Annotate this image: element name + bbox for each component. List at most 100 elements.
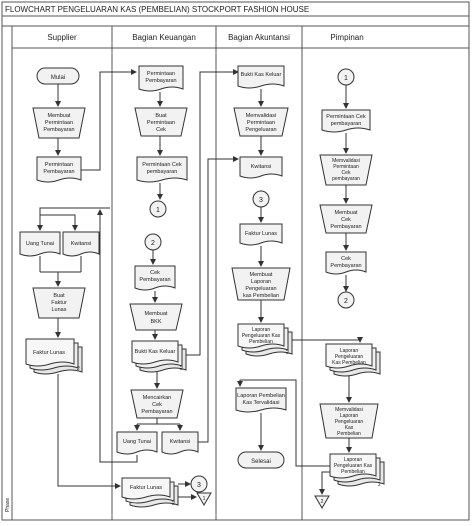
phase-label: Phase [5,498,11,512]
document-text: Bukti Kas Keluar [135,349,176,355]
process-text: Cek [156,127,166,133]
lane-header-manager [301,25,470,49]
archive-file-marker [314,495,330,509]
flow-arrow [81,69,137,171]
document-text: Laporan [344,457,363,463]
document-text: Pembelian [341,469,365,475]
connector-label: 1 [344,75,348,82]
finance-bkk-document [131,340,179,365]
accounting-receipt-document [239,156,283,179]
document-text: Permintaan [147,71,175,77]
copy-number: 2 [180,366,183,372]
process-text: kas Pembelian [243,293,279,299]
connector-circle [190,475,208,493]
process-text: Cek [152,402,162,408]
process-text: Pembelian [337,431,361,437]
document-text: Pengeluaran Kas [334,463,373,469]
process-text: Buat [53,293,65,299]
process-text: BKK [150,319,161,325]
process-text: Permintaan [45,120,73,126]
flow-arrow [186,69,239,356]
document-text: Uang Tunai [26,241,54,247]
document-text: Faktur Lunas [245,231,277,237]
document-text: Laporan [340,348,359,354]
document-text: Faktur Lunas [130,485,162,491]
finance-cash-document [116,431,158,455]
supplier-receipt-document [62,231,100,257]
document-text: Pengeluaran [335,354,364,360]
document-text: Permintaan [45,162,73,168]
finance-check-request-document [136,156,188,183]
supplier-make-request-process [32,107,86,139]
manager-check-request-document [321,109,371,133]
process-text: Memvalidasi [246,113,277,119]
document-text: Kwitansi [170,439,190,445]
supplier-make-invoice-process [32,287,86,319]
finance-make-check-request-process [134,107,188,137]
document-text: Pembayaran [139,277,170,283]
connector-label: 2 [151,240,155,247]
process-text: Lunas [52,307,67,313]
flow-arrow [237,379,330,467]
connector-label: 3 [197,482,201,489]
title-bar [1,1,470,17]
supplier-cash-document [19,231,61,257]
diagram-title: FLOWCHART PENGELUARAN KAS (PEMBELIAN) ST… [5,5,309,14]
process-text: Pengeluaran [245,127,276,133]
connector-label: 2 [344,298,348,305]
document-text: Kas Tervalidasi [243,400,280,406]
manager-check-document [325,251,367,275]
phase-column [1,25,13,521]
document-text: Kas Pembelian [332,360,366,366]
flow-arrow [292,337,363,343]
document-text: Pembayaran [145,78,176,84]
process-text: Laporan [340,413,359,419]
process-text: Permintaan [147,120,175,126]
flow-arrow [97,209,138,463]
document-text: Pembelian [249,339,273,345]
process-text: Pembayaran [141,409,172,415]
lane-title-supplier: Supplier [47,33,77,42]
manager-report-document [325,343,373,369]
manager-make-check-process [319,204,373,234]
finance-make-bkk-process [129,303,183,331]
manager-validate-request-process [319,154,373,186]
finance-invoice-document [121,477,171,500]
document-text: pembayaran [147,169,178,175]
accounting-validate-expense-process [233,107,289,137]
document-text: Kwitansi [251,164,271,170]
process-text: Permintaan [247,120,275,126]
document-text: Pembayaran [43,169,74,175]
document-text: pembayaran [331,121,362,127]
lane-title-accounting: Bagian Akuntansi [228,33,290,42]
process-text: pembayaran [332,176,360,182]
document-text: Cek [341,256,351,262]
connector-circle [149,200,167,218]
document-text: Pengeluaran Kas [242,333,281,339]
diagram-frame [1,1,470,521]
process-text: Mencairkan [143,395,171,401]
flow-arrow [40,214,78,231]
archive-label: 2 [321,499,324,505]
flow-arrow [319,471,330,495]
document-text: Permintaan Cek [326,114,366,120]
supplier-request-document [36,156,82,183]
flow-arrow [57,374,121,489]
process-text: Memvalidasi [332,158,360,164]
process-text: Faktur [51,300,67,306]
start-label: Mulai [51,75,65,81]
copy-number: 2 [77,366,80,372]
document-text: Laporan Pembelian [237,393,285,399]
end-terminator [237,451,285,469]
finance-request-document [138,65,184,92]
copy-number: 2 [172,501,175,507]
accounting-report-document [237,323,285,349]
copy-number: 2 [378,482,381,488]
process-text: Membuat [335,210,358,216]
process-text: Laporan [251,279,271,285]
manager-report-document-2 [329,453,377,479]
process-text: Membuat [48,113,71,119]
connector-label: 3 [259,197,263,204]
archive-label: 1 [203,496,206,502]
